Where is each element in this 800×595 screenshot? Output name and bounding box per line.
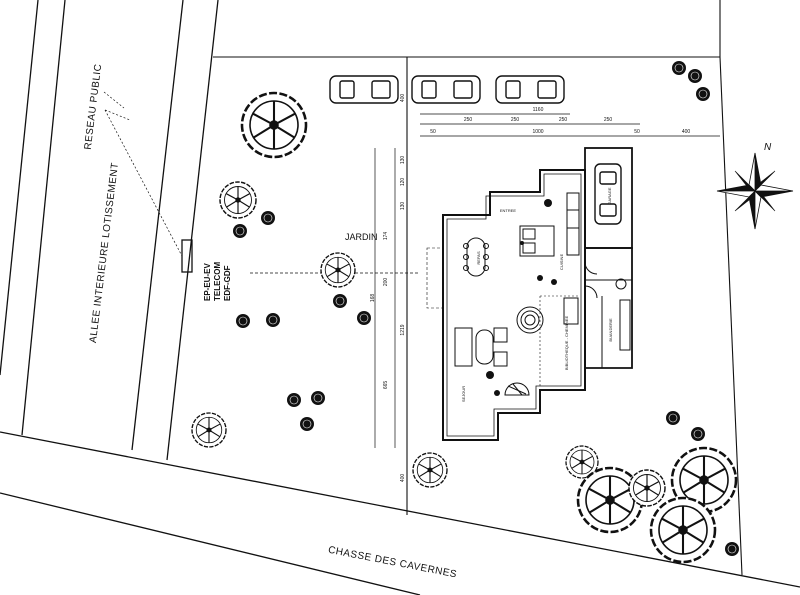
tree-icon	[649, 496, 717, 564]
dim-label: 50	[430, 129, 436, 135]
bush-icon	[671, 60, 687, 76]
bush-icon	[235, 313, 251, 329]
kitchen-island	[519, 225, 555, 257]
bush-icon	[687, 68, 703, 84]
plot-boundary	[213, 0, 743, 576]
house-plan	[426, 147, 633, 441]
coffee-table	[475, 329, 494, 365]
alley-lines	[0, 0, 219, 461]
dim-label: 1219	[400, 324, 406, 335]
room-label-cuisine: CUISINE	[559, 254, 564, 271]
spiral-stair	[516, 306, 544, 334]
dim-label: 130	[400, 202, 406, 211]
room-labels: GARAGE ENTREE CUISINE BUANDERIE BIBLIOTH…	[461, 187, 613, 402]
dim-label: 400	[682, 129, 691, 135]
dim-label: 250	[559, 117, 568, 123]
road-lines	[0, 431, 800, 595]
dim-label: 200	[383, 278, 389, 287]
reseau-pointer	[103, 91, 183, 257]
room-label-repas: REPAS	[476, 251, 481, 265]
bush-icon	[690, 426, 706, 442]
network-labels: EP-EU-EV TELECOM EDF-GDF	[203, 262, 232, 301]
room-label-garage: GARAGE	[607, 187, 612, 204]
left-dimension-labels: 400 130 120 130 174 200 168 1219 665 400	[370, 94, 406, 483]
bush-icon	[665, 410, 681, 426]
network-label: EP-EU-EV	[203, 263, 212, 301]
street-label-bottom: CHASSE DES CAVERNES	[327, 545, 458, 581]
dim-label: 400	[400, 474, 406, 483]
tree-icon	[191, 412, 227, 448]
tree-icon	[219, 181, 257, 219]
dim-label: 50	[634, 129, 640, 135]
car-icon	[495, 75, 565, 104]
bush-icon	[232, 223, 248, 239]
room-label-bibliotheque: BIBLIOTHEQUE - CHEMINEE	[564, 316, 569, 371]
furniture-dots	[486, 199, 557, 396]
room-label-entree: ENTREE	[500, 208, 517, 213]
bush-icon	[286, 392, 302, 408]
dim-label: 400	[400, 94, 406, 103]
sofa	[454, 327, 473, 367]
north-label: N	[764, 142, 772, 153]
dim-label: 250	[604, 117, 613, 123]
dim-label: 120	[400, 178, 406, 187]
bush-icon	[695, 86, 711, 102]
car-icon	[411, 75, 481, 104]
bush-icon	[299, 416, 315, 432]
bush-icon	[260, 210, 276, 226]
tree-icon	[412, 452, 448, 488]
dim-label: 130	[400, 156, 406, 165]
room-label-sejour: SEJOUR	[461, 386, 466, 402]
parked-cars	[329, 75, 565, 104]
bush-icon	[724, 541, 740, 557]
garage-car-icon	[594, 163, 622, 225]
tree-icon	[628, 469, 666, 507]
bush-icon	[310, 390, 326, 406]
street-label-left: ALLEE INTERIEURE LOTISSEMENT	[88, 162, 121, 344]
network-label: EDF-GDF	[223, 265, 232, 301]
dim-label: 1160	[533, 107, 544, 113]
dim-label: 250	[511, 117, 520, 123]
dim-label: 174	[383, 232, 389, 241]
top-dimensions	[420, 113, 720, 137]
bush-icon	[356, 310, 372, 326]
tree-icon	[240, 91, 308, 159]
garden-label: JARDIN	[345, 232, 378, 242]
car-icon	[329, 75, 399, 104]
bush-icon	[332, 293, 348, 309]
left-dimensions	[374, 148, 396, 448]
reseau-public-label: RESEAU PUBLIC	[83, 63, 104, 150]
bush-icon	[265, 312, 281, 328]
north-arrow-icon	[716, 152, 794, 230]
furniture	[454, 192, 631, 396]
network-label: TELECOM	[213, 262, 222, 301]
tree-icon	[320, 252, 356, 288]
top-dimension-labels: 1160 250 250 250 250 50 1000 50 400	[430, 107, 690, 135]
room-label-buanderie: BUANDERIE	[608, 318, 613, 342]
dining-table	[466, 237, 486, 277]
dim-label: 250	[464, 117, 473, 123]
dim-label: 1000	[532, 129, 543, 135]
dim-label: 168	[370, 294, 376, 303]
dim-label: 665	[383, 381, 389, 390]
